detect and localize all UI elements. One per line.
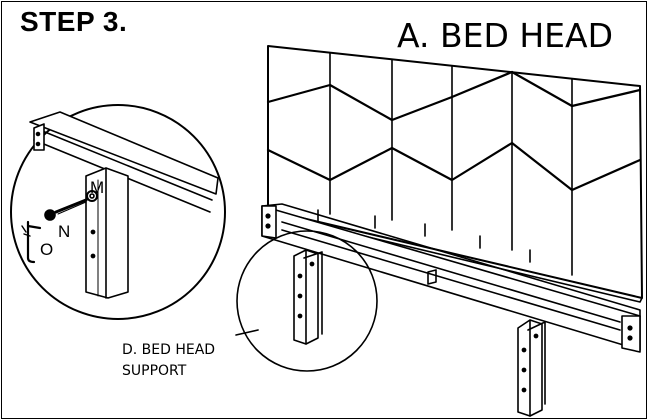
part-title: A. BED HEAD xyxy=(397,16,614,55)
support-label-line2: SUPPORT xyxy=(122,363,187,379)
step-title: STEP 3. xyxy=(20,6,128,37)
support-label-line1: D. BED HEAD xyxy=(122,342,216,358)
hardware-label-m: M xyxy=(90,178,105,197)
support-leg-right xyxy=(517,319,546,417)
support-callout-circle xyxy=(235,230,378,372)
hardware-label-o: O xyxy=(40,240,54,259)
hardware-label-n: N xyxy=(58,222,71,241)
support-label: D. BED HEAD SUPPORT xyxy=(122,340,215,382)
detail-zoom-circle xyxy=(10,104,226,320)
